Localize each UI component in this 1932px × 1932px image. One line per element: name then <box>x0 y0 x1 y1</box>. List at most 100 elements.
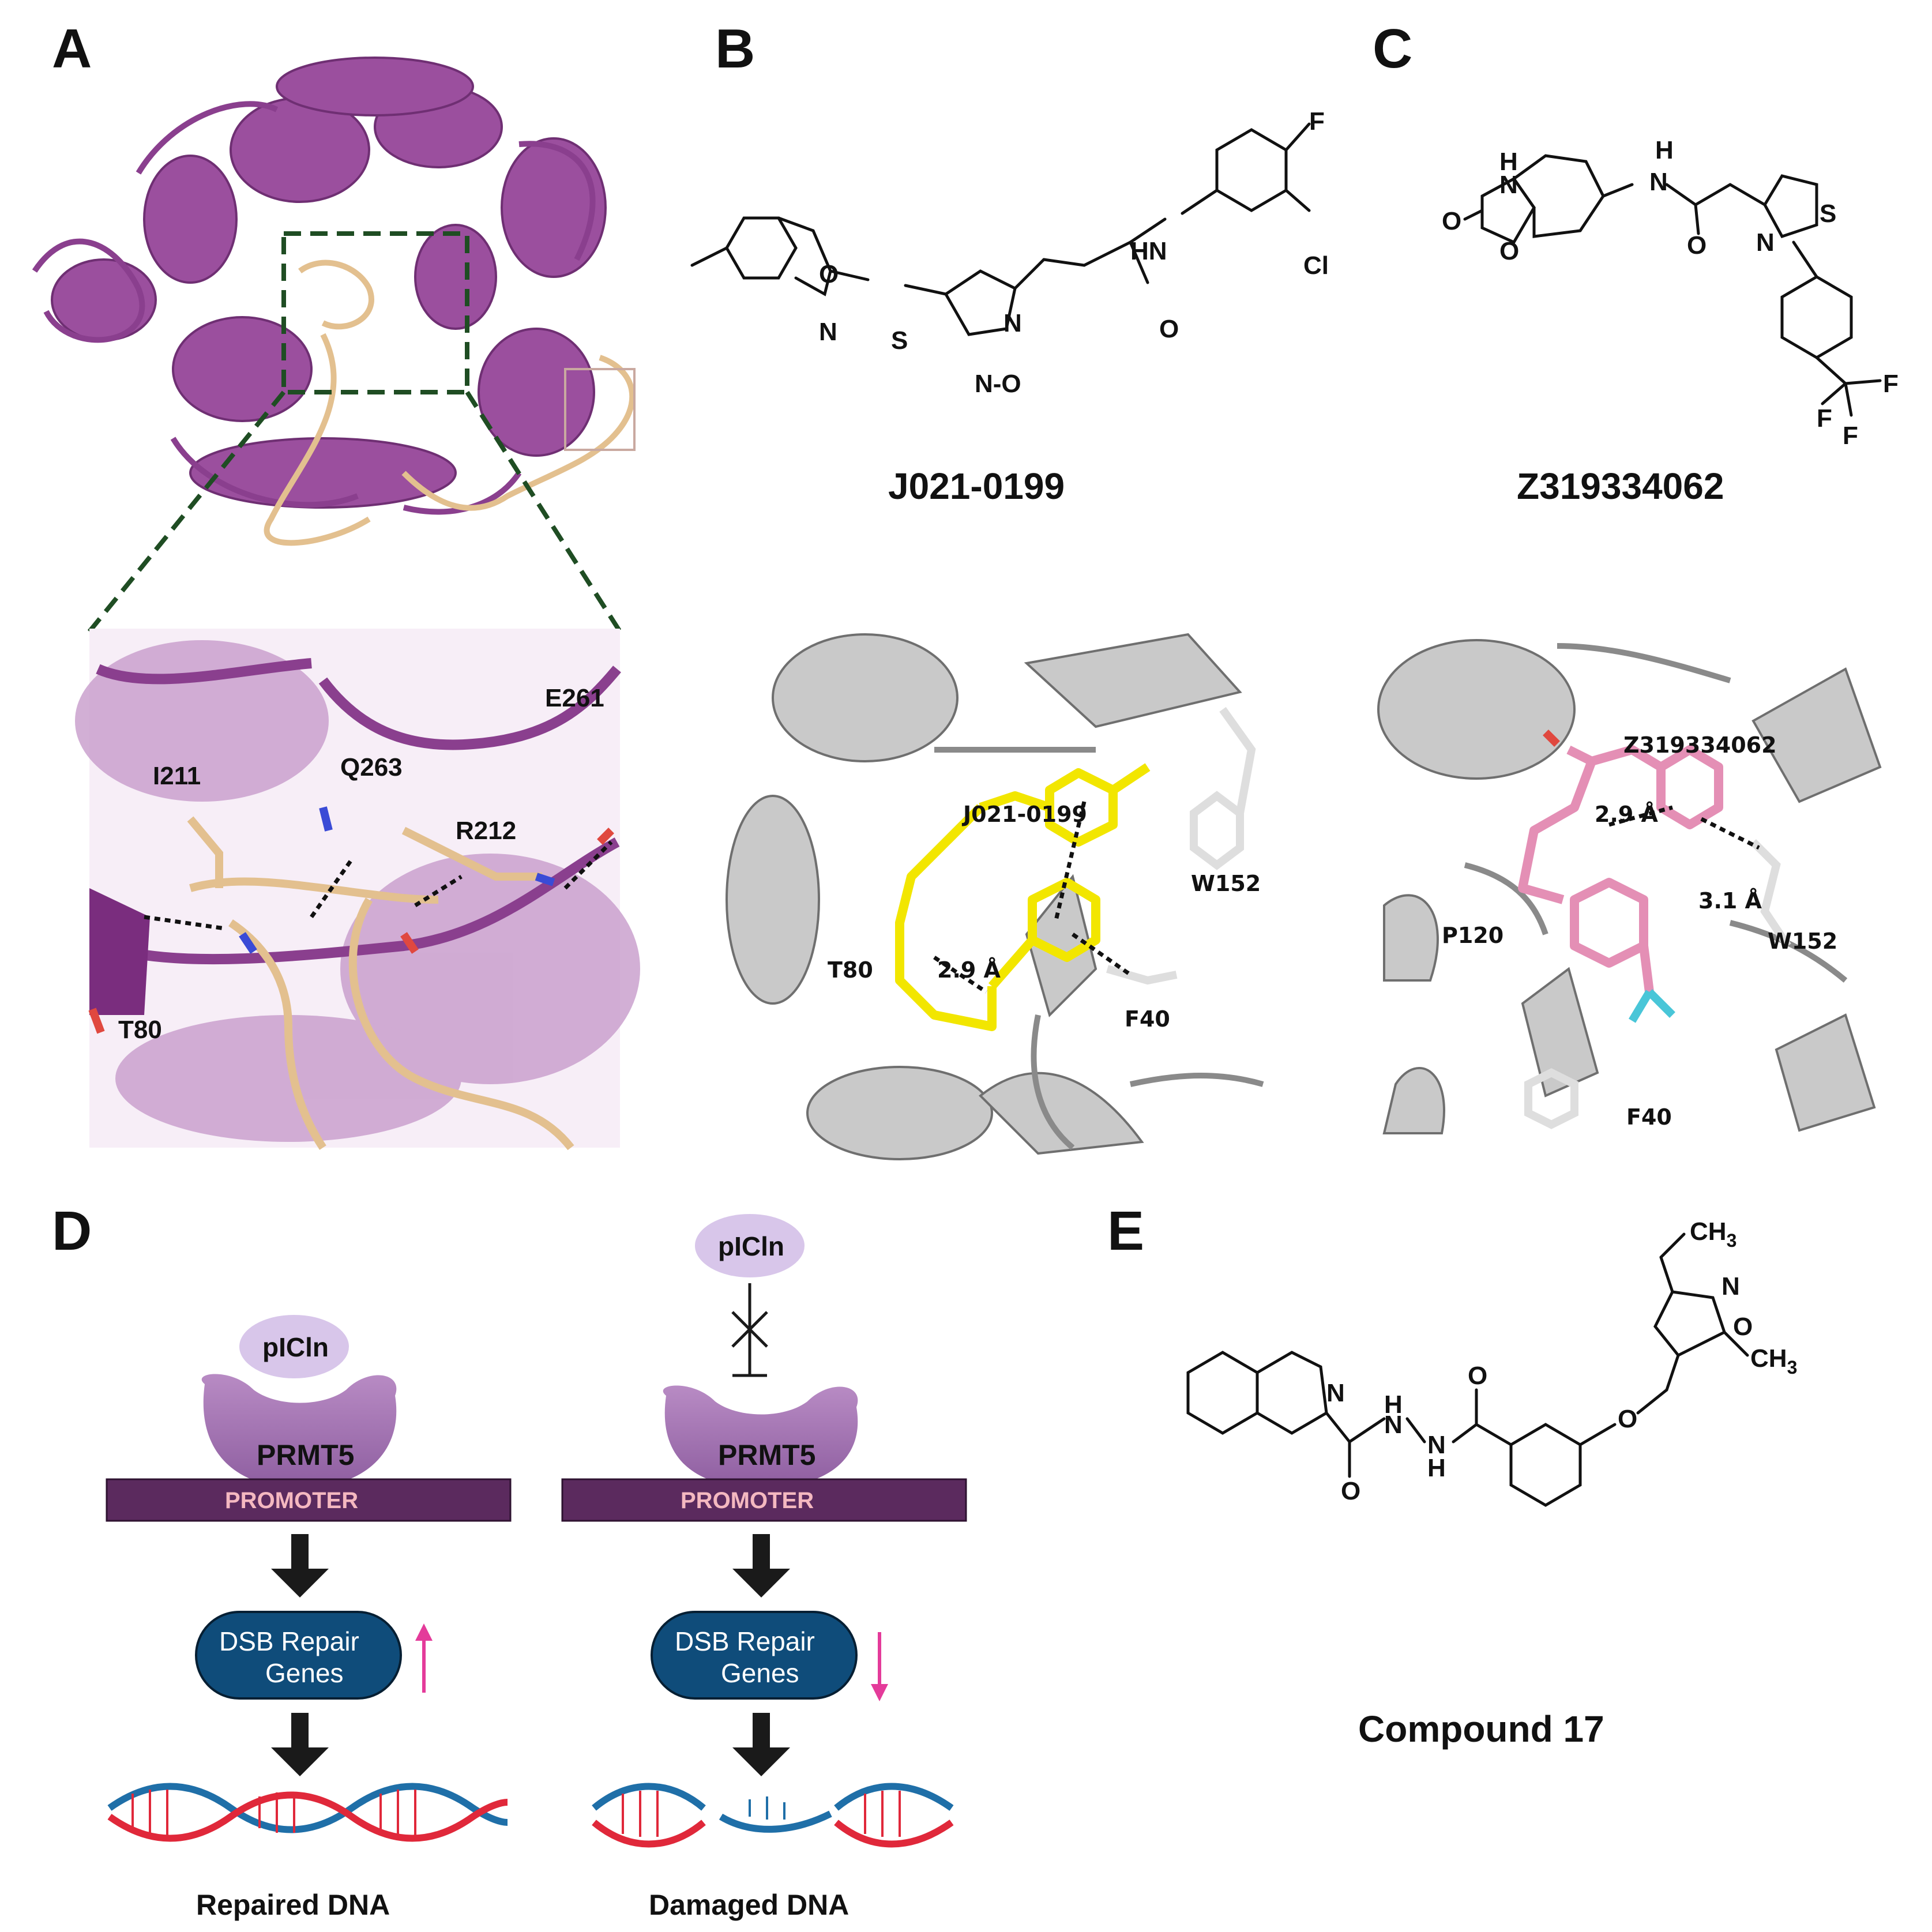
atom-h1: H <box>1499 148 1518 176</box>
structure-j021-0199: F Cl HN O O N S N N-O J021-0199 <box>690 107 1329 507</box>
residue-f40-b: F40 <box>1125 1006 1170 1032</box>
atom-o-isoxazole: O <box>1733 1313 1753 1341</box>
dsb-line1-left: DSB Repair <box>219 1626 359 1656</box>
atom-n1: N <box>1499 171 1518 199</box>
compound-name-z319334062: Z319334062 <box>1517 465 1724 507</box>
panel-a-zoom-inset: E261 Q263 I211 R212 T80 <box>75 629 640 1151</box>
distance-label-c-2: 3.1 Å <box>1698 888 1762 914</box>
ch3-top-main: CH <box>1690 1217 1727 1246</box>
arrow-down-left-1 <box>271 1534 329 1598</box>
residue-t80: T80 <box>118 1016 162 1044</box>
damaged-dna-icon <box>592 1783 954 1848</box>
dsb-line2-left: Genes <box>265 1658 344 1688</box>
panel-a-protein-overview <box>32 57 636 633</box>
ch3-bottom-label: CH3 <box>1750 1344 1797 1378</box>
dsb-line2-right: Genes <box>721 1658 799 1688</box>
atom-f3: F <box>1843 422 1858 450</box>
atom-s: S <box>891 326 908 355</box>
picln-label-left: pICln <box>262 1332 329 1362</box>
panel-letter-d: D <box>52 1200 92 1262</box>
arrow-down-right-1 <box>732 1534 790 1598</box>
residue-e261: E261 <box>545 684 604 712</box>
panel-c-docking-view: Z319334062 P120 W152 F40 2.9 Å 3.1 Å <box>1375 623 1883 1134</box>
residue-q263: Q263 <box>340 753 403 781</box>
prmt5-shape-right <box>663 1385 858 1488</box>
panel-letter-e: E <box>1107 1200 1145 1262</box>
atom-o-ring-c: O <box>1499 237 1519 265</box>
atom-s-thiazole: S <box>1820 200 1836 228</box>
promoter-label-right: PROMOTER <box>681 1488 814 1513</box>
panel-letter-c: C <box>1373 18 1413 80</box>
atom-o-ether: O <box>1618 1405 1637 1433</box>
atom-n-benz: N <box>819 318 837 346</box>
atom-o-carbonyl-2: O <box>1341 1477 1360 1505</box>
atom-h-hydrazide-1: H <box>1384 1390 1403 1419</box>
distance-label-c-1: 2.9 Å <box>1595 802 1659 827</box>
atom-n-quinoline: N <box>1326 1379 1345 1407</box>
atom-n-ox2: N-O <box>975 370 1021 398</box>
atom-h-hydrazide-2: H <box>1427 1454 1446 1482</box>
arrow-down-right-2 <box>732 1713 790 1776</box>
docking-c-ligand-label: Z319334062 <box>1623 732 1777 758</box>
atom-h2: H <box>1655 136 1674 164</box>
atom-n2: N <box>1649 168 1668 196</box>
structure-z319334062: H N O O H N O N S F F F Z319334062 <box>1442 136 1899 507</box>
panel-d-right-pathway: pICln PRMT5 PROMOTER DSB Repair Genes <box>561 1214 967 1921</box>
atom-o-ring: O <box>819 260 839 288</box>
picln-bubble-left <box>239 1315 349 1378</box>
atom-o-amide-c: O <box>1687 231 1707 260</box>
inhibition-icon <box>731 1283 768 1377</box>
caption-repaired-dna: Repaired DNA <box>196 1889 390 1921</box>
atom-f: F <box>1309 107 1325 136</box>
atom-n-hydrazide-2: N <box>1427 1431 1446 1459</box>
atom-cl: Cl <box>1303 251 1329 280</box>
atom-n-hydrazide-1: N <box>1384 1411 1403 1439</box>
arrow-up-pink-icon <box>415 1623 433 1693</box>
promoter-bar-left <box>106 1478 512 1522</box>
residue-p120-c: P120 <box>1442 923 1503 948</box>
atom-f2: F <box>1883 370 1899 398</box>
atom-n-thiazole: N <box>1756 228 1775 257</box>
panel-letter-a: A <box>52 18 92 80</box>
caption-damaged-dna: Damaged DNA <box>649 1889 849 1921</box>
atom-o-carbonyl-c: O <box>1442 207 1461 235</box>
picln-label-right: pICln <box>718 1231 784 1261</box>
compound-name-17: Compound 17 <box>1358 1708 1604 1750</box>
residue-w152-c: W152 <box>1768 929 1837 954</box>
prmt5-label-right: PRMT5 <box>718 1439 815 1471</box>
arrow-down-pink-icon <box>871 1632 888 1701</box>
panel-d-left-pathway: pICln PRMT5 PROMOTER DSB Repair Genes Re… <box>106 1315 512 1921</box>
repaired-dna-icon <box>107 1783 508 1842</box>
panel-letter-b: B <box>715 18 755 80</box>
docking-b-ligand-label: J021-0199 <box>961 802 1087 827</box>
residue-f40-c: F40 <box>1626 1104 1672 1130</box>
promoter-label-left: PROMOTER <box>225 1488 358 1513</box>
dsb-box-right <box>651 1611 858 1700</box>
panel-b-docking-view: J021-0199 W152 T80 F40 2.9 Å <box>726 620 1269 1160</box>
prmt5-label-left: PRMT5 <box>257 1439 354 1471</box>
atom-hn: HN <box>1130 237 1167 265</box>
ch3-bottom-main: CH <box>1750 1344 1787 1373</box>
atom-o-amide: O <box>1159 315 1179 343</box>
ch3-top-label: CH3 <box>1690 1217 1736 1251</box>
prmt5-shape-left <box>201 1374 397 1488</box>
atom-o-carbonyl-1: O <box>1468 1362 1487 1390</box>
residue-i211: I211 <box>153 762 201 790</box>
arrow-down-left-2 <box>271 1713 329 1776</box>
atom-f1: F <box>1817 404 1832 433</box>
promoter-bar-right <box>561 1478 967 1522</box>
distance-label-b: 2.9 Å <box>937 957 1001 983</box>
atom-n-isoxazole: N <box>1721 1272 1740 1300</box>
residue-r212: R212 <box>456 817 516 845</box>
compound-name-j021-0199: J021-0199 <box>888 465 1065 507</box>
ch3-bottom-sub: 3 <box>1787 1357 1798 1378</box>
atom-n-ox1: N <box>1003 309 1022 337</box>
picln-bubble-right <box>695 1214 805 1277</box>
dsb-line1-right: DSB Repair <box>675 1626 815 1656</box>
residue-t80-b: T80 <box>828 957 873 983</box>
structure-compound-17: CH3 N O CH3 N H N N H O O O Compound 17 <box>1186 1217 1797 1750</box>
ch3-top-sub: 3 <box>1727 1230 1737 1251</box>
dsb-box-left <box>195 1611 402 1700</box>
residue-w152-b: W152 <box>1191 871 1261 896</box>
